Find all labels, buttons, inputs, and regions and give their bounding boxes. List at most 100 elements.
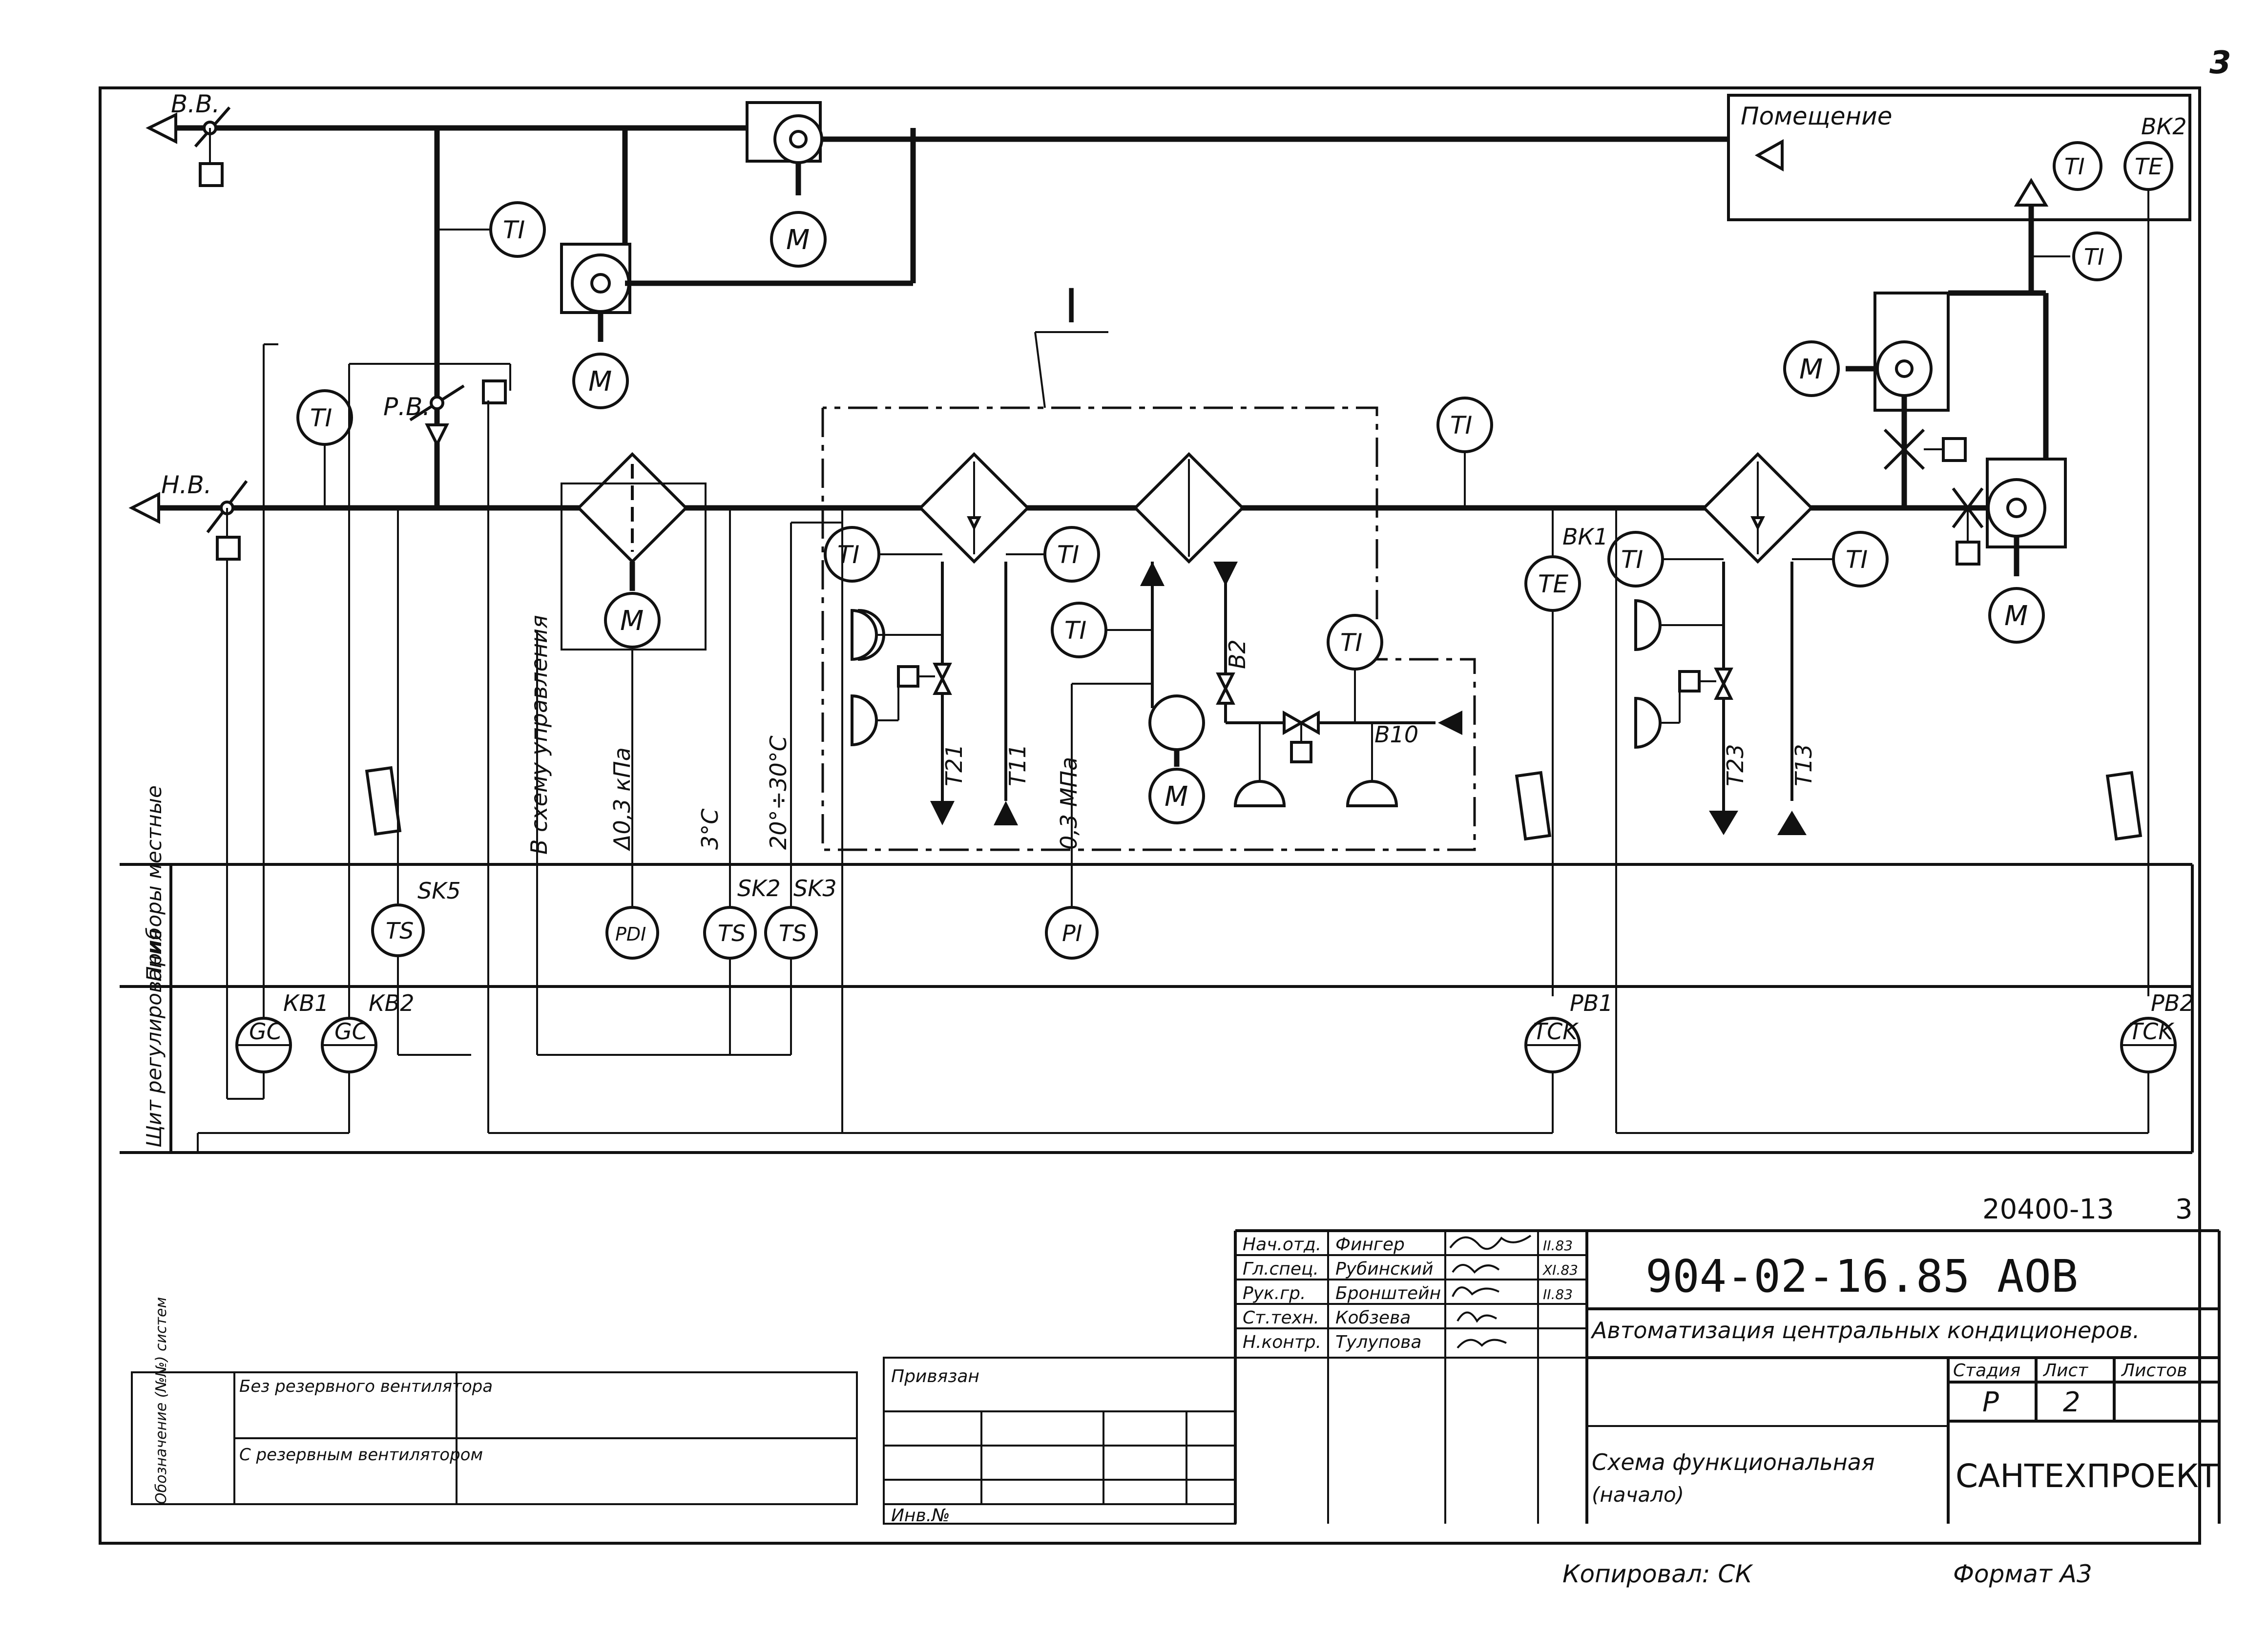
signature-4: [1457, 1311, 1498, 1323]
ti-supply-out: TI: [2031, 231, 2122, 281]
name-3: Бронштейн: [1335, 1283, 1441, 1303]
pipe-t11: Т11: [1004, 744, 1031, 786]
date-2: XI.83: [1542, 1262, 1578, 1278]
actuator-cooler-b: [1346, 723, 1398, 807]
sheet-value: 2: [2063, 1386, 2081, 1418]
role-4: Ст.техн.: [1243, 1308, 1319, 1328]
doc-code: 904-02-16.85 АОВ: [1645, 1250, 2078, 1302]
ti-label: TI: [1846, 546, 1868, 574]
ti-label: TI: [1064, 616, 1086, 645]
variant-reserve: С резервным вентилятором: [239, 1445, 483, 1465]
name-2: Рубинский: [1335, 1259, 1433, 1279]
ts-label: TS: [718, 920, 746, 946]
ti-heater-1-left: TI: [824, 526, 942, 583]
gc-kb1: GC КВ1: [235, 343, 329, 1073]
tag-pb1: РВ1: [1570, 990, 1613, 1016]
cooler: В2 В10: [1133, 452, 1462, 763]
section-label: I: [1064, 279, 1078, 334]
ts-label: TS: [779, 920, 807, 946]
pipe-t13: Т13: [1790, 744, 1817, 786]
exhaust-fan-second: М: [560, 128, 916, 409]
role-5: Н.контр.: [1243, 1332, 1321, 1352]
local-box-1: [365, 766, 402, 836]
note-temp-range: 20°÷30°С: [765, 735, 791, 850]
stage-value: Р: [1982, 1386, 1999, 1418]
drawing-subtitle: (начало): [1592, 1483, 1684, 1507]
sheets-header: Листов: [2121, 1361, 2187, 1381]
title-block: 20400-13 3 Нач.отд. Фингер II.83 Гл.спец…: [131, 1194, 2221, 1526]
section-boundary: I: [821, 279, 1476, 851]
motor-label: М: [1799, 354, 1823, 385]
actuator-heater-1-b: [851, 686, 899, 747]
ts-label: TS: [386, 918, 414, 944]
name-1: Фингер: [1335, 1235, 1405, 1255]
ti-label: TI: [837, 541, 859, 569]
outdoor-label: Н.В.: [161, 471, 212, 499]
role-3: Рук.гр.: [1243, 1283, 1306, 1303]
ti-label: TI: [310, 404, 332, 432]
tag-sk3: SK3: [793, 875, 837, 902]
date-1: II.83: [1543, 1238, 1573, 1254]
gc-label: GC: [249, 1018, 282, 1045]
room-label: Помещение: [1741, 102, 1892, 130]
signature-1: [1449, 1235, 1532, 1250]
local-box-3: [2105, 771, 2143, 841]
pi: PI: [1045, 683, 1152, 960]
row-local-label: Приборы местные: [142, 785, 166, 982]
ti-cooler-pipe: TI: [1327, 614, 1383, 723]
bound-label: Привязан: [891, 1366, 979, 1386]
ti-room: TI: [2053, 141, 2102, 191]
organization: САНТЕХПРОЕКТ: [1956, 1457, 2219, 1495]
te-label: TE: [2135, 153, 2163, 180]
name-4: Кобзева: [1335, 1308, 1411, 1328]
note-control-scheme: В схему управления: [526, 615, 552, 855]
room-box: Помещение: [1727, 94, 2191, 221]
te-bk1: TE ВК1: [1524, 508, 1608, 996]
actuator-reheater-a: [1634, 599, 1724, 651]
motor-label: М: [620, 605, 644, 637]
tck-pb2: TCK РВ2: [2120, 990, 2194, 1133]
heater-1: Т21 Т11: [897, 452, 1031, 825]
pipe-b10: В10: [1374, 721, 1418, 748]
stage-header: Стадия: [1953, 1361, 2020, 1381]
signature-3: [1452, 1286, 1499, 1297]
note-pressure-mpa: 0,3 МПа: [1056, 757, 1082, 850]
sheet-small: 3: [2175, 1194, 2193, 1225]
pi-label: PI: [1062, 920, 1082, 946]
ts-sk2: TS SK2: [703, 508, 781, 1055]
ts-sk3: TS SK3: [764, 522, 837, 1055]
recirc-label: Р.В.: [383, 393, 430, 421]
actuator-heater-1-a: [851, 609, 942, 661]
ti-after-cooler: TI: [1436, 397, 1493, 508]
ti-label: TI: [1621, 546, 1643, 574]
motor-label: М: [2004, 600, 2028, 632]
tag-sk2: SK2: [737, 875, 781, 902]
note-pressure: Δ0,3 кПа: [609, 747, 635, 851]
tag-bk2: ВК2: [2141, 113, 2186, 140]
ti-label: TI: [503, 216, 525, 244]
motor-label: М: [588, 366, 612, 398]
pdi: PDI: [605, 650, 659, 960]
panel-rows: Приборы местные Щит регулирования: [120, 785, 2194, 1154]
ti-reheater-left: TI: [1607, 531, 1724, 588]
ti-label: TI: [2084, 244, 2104, 270]
tag-sk5: SK5: [417, 878, 461, 904]
ts-sk5: TS SK5: [371, 508, 471, 1056]
pipe-b2: В2: [1224, 639, 1250, 669]
name-5: Тулупова: [1335, 1332, 1421, 1352]
ti-intake: TI: [296, 389, 353, 508]
exhaust-duct: В.В.: [146, 90, 1728, 187]
inv-no-label: Инв.№: [891, 1506, 950, 1526]
recirc-duct: Р.В.: [383, 128, 507, 508]
signature-5: [1457, 1339, 1507, 1349]
tck-pb1: TCK РВ1: [1524, 990, 1613, 1133]
supply-fan-lower: М: [1948, 178, 2067, 644]
tag-kb2: КВ2: [369, 990, 414, 1016]
supply-duct: Н.В.: [128, 471, 1987, 561]
variant-no-reserve: Без резервного вентилятора: [239, 1377, 493, 1396]
role-1: Нач.отд.: [1243, 1235, 1321, 1255]
actuator-reheater-b: [1634, 691, 1681, 749]
te-room-bk2: TE ВК2: [2123, 113, 2186, 996]
filter: М: [561, 452, 707, 651]
